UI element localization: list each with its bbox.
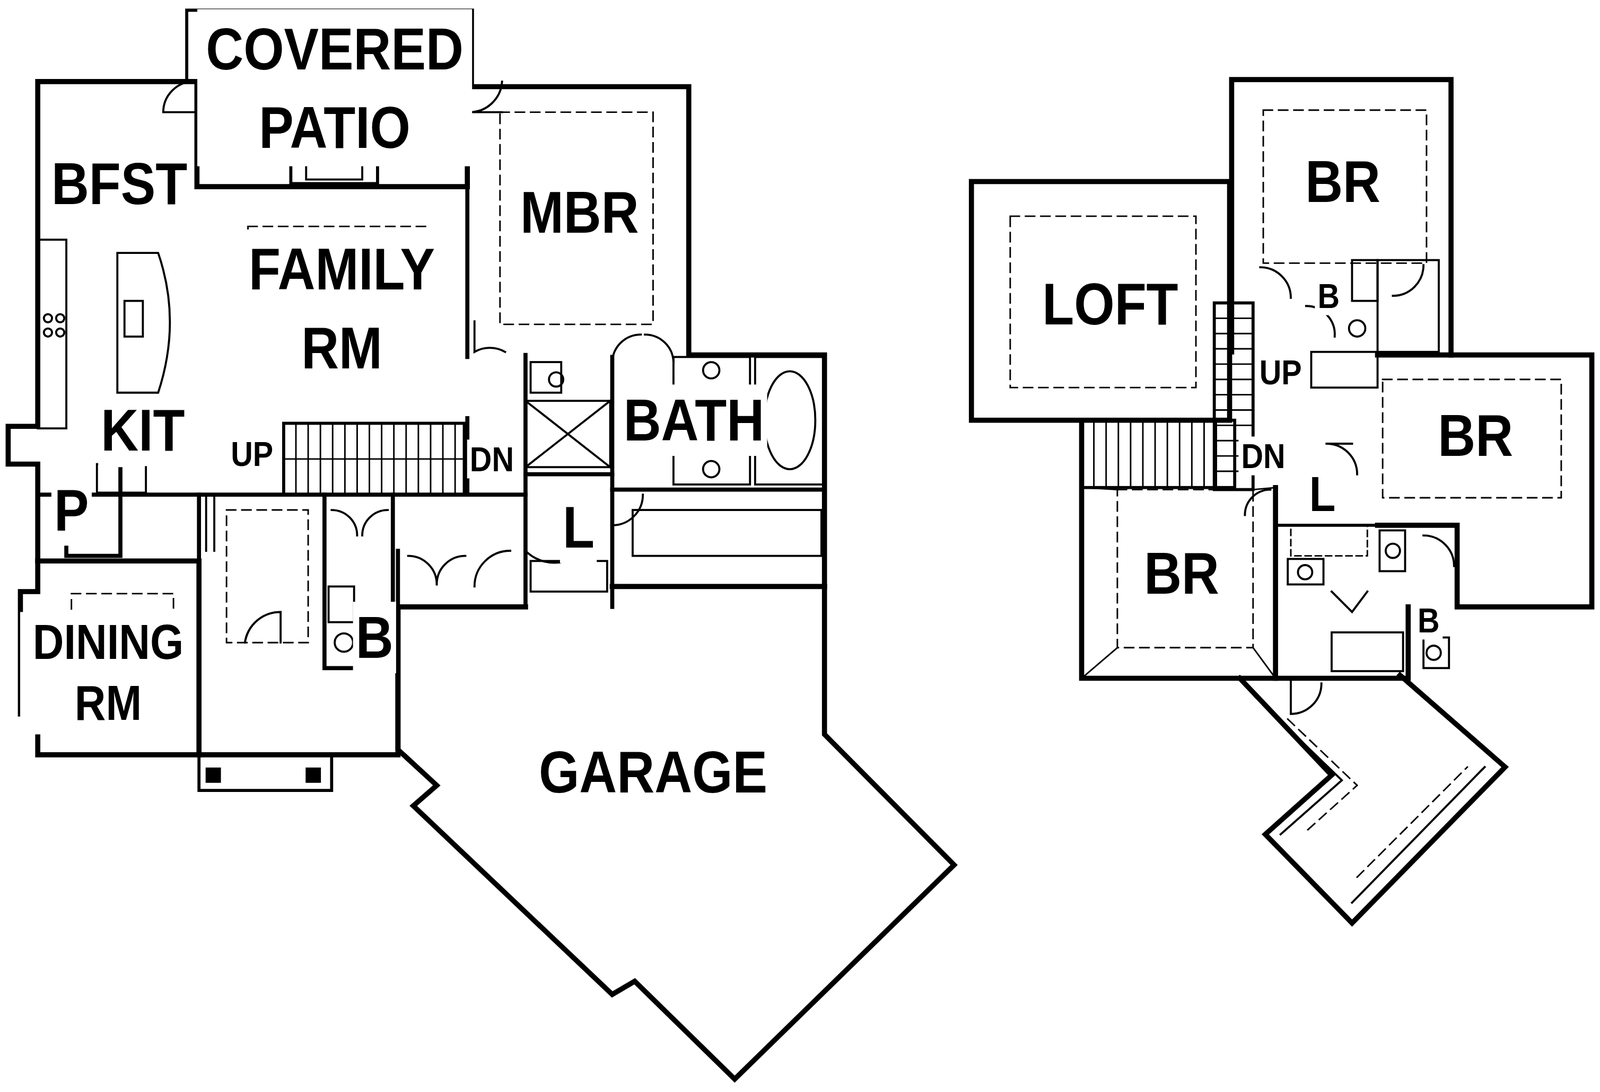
room-label: MBR (517, 176, 642, 249)
room-label: LOFT (1039, 268, 1182, 340)
room-label: DN (467, 439, 517, 479)
room-label: B (1414, 600, 1443, 640)
room-label: KIT (98, 395, 188, 467)
room-label: L (560, 491, 598, 564)
room-label: UP (1256, 353, 1305, 392)
room-label: L (1306, 466, 1339, 524)
room-label: BFST (48, 147, 191, 220)
room-label: P (51, 474, 92, 547)
room-label: BR (1302, 145, 1384, 218)
room-label: GARAGE (536, 736, 771, 809)
room-label: UP (228, 434, 276, 474)
room-label: COVERED PATIO (197, 9, 472, 166)
room-label: BATH (621, 384, 768, 457)
room-label: B (353, 601, 397, 674)
room-label: BR (1435, 399, 1516, 472)
room-label: DINING RM (20, 611, 197, 735)
room-label: DN (1238, 436, 1288, 476)
room-label: FAMILY RM (235, 229, 449, 387)
room-label: BR (1141, 537, 1222, 610)
room-label: B (1314, 276, 1343, 316)
